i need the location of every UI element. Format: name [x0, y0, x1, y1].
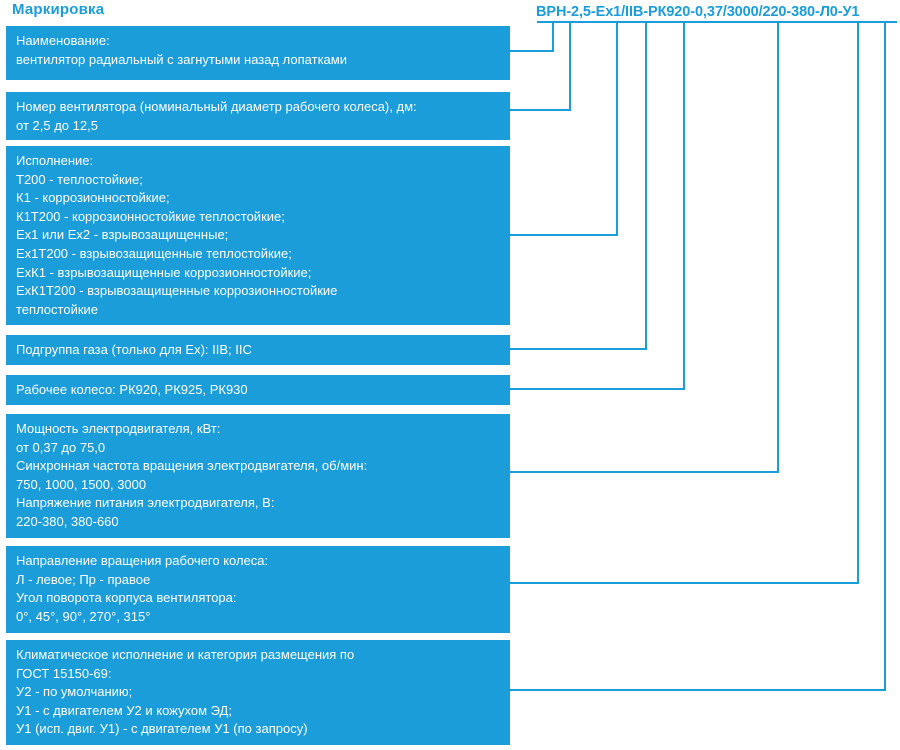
block-execution-line-1: Т200 - теплостойкие; [16, 171, 143, 187]
block-impeller-line-0: Рабочее колесо: РК920, РК925, РК930 [16, 382, 248, 397]
block-climate-line-3: У1 - с двигателем У2 и кожухом ЭД; [16, 702, 232, 718]
block-rotation-line-0: Направление вращения рабочего колеса: [16, 553, 269, 568]
block-motor: Мощность электродвигателя, кВт: от 0,37 … [6, 414, 510, 538]
block-rotation-line-1: Л - левое; Пр - правое [16, 571, 151, 587]
block-climate-line-2: У2 - по умолчанию; [16, 684, 133, 700]
block-gas-subgroup: Подгруппа газа (только для Ex): IIB; IIC [6, 335, 510, 365]
block-name: Наименование: вентилятор радиальный с за… [6, 26, 510, 80]
block-name-line-1: вентилятор радиальный с загнутыми назад … [16, 51, 347, 67]
block-climate-line-1: ГОСТ 15150-69: [16, 665, 112, 681]
block-execution-line-5: Ex1Т200 - взрывозащищенные теплостойкие; [16, 245, 292, 261]
block-motor-line-4: Напряжение питания электродвигателя, В: [16, 495, 275, 511]
block-rotation: Направление вращения рабочего колеса: Л … [6, 546, 510, 633]
block-rotation-line-3: 0°, 45°, 90°, 270°, 315° [16, 608, 151, 624]
block-motor-line-1: от 0,37 до 75,0 [16, 439, 106, 455]
block-motor-line-5: 220-380, 380-660 [16, 513, 119, 529]
block-execution-line-2: К1 - коррозионностойкие; [16, 190, 170, 206]
block-execution: Исполнение: Т200 - теплостойкие; К1 - ко… [6, 146, 510, 325]
block-execution-line-3: К1Т200 - коррозионностойкие теплостойкие… [16, 208, 285, 224]
block-execution-line-7: ExК1Т200 - взрывозащищенные коррозионнос… [16, 283, 338, 299]
block-gas-subgroup-line-0: Подгруппа газа (только для Ex): IIB; IIC [16, 342, 252, 357]
block-motor-line-2: Синхронная частота вращения электродвига… [16, 458, 368, 474]
block-motor-line-0: Мощность электродвигателя, кВт: [16, 421, 221, 436]
block-impeller: Рабочее колесо: РК920, РК925, РК930 [6, 375, 510, 405]
block-rotation-line-2: Угол поворота корпуса вентилятора: [16, 590, 237, 606]
block-execution-line-8: теплостойкие [16, 301, 99, 317]
block-climate: Климатическое исполнение и категория раз… [6, 640, 510, 745]
block-execution-line-0: Исполнение: [16, 153, 94, 168]
block-execution-line-6: ExК1 - взрывозащищенные коррозионностойк… [16, 264, 312, 280]
block-execution-line-4: Ex1 или Ex2 - взрывозащищенные; [16, 227, 229, 243]
block-fan-number-line-1: от 2,5 до 12,5 [16, 117, 98, 133]
page-title: Маркировка [12, 1, 105, 18]
block-fan-number-line-0: Номер вентилятора (номинальный диаметр р… [16, 99, 417, 114]
block-climate-line-0: Климатическое исполнение и категория раз… [16, 647, 355, 662]
marking-code: ВРН-2,5-Ex1/IIB-РК920-0,37/3000/220-380-… [536, 4, 860, 20]
block-name-line-0: Наименование: [16, 33, 110, 48]
block-climate-line-4: У1 (исп. двиг. У1) - с двигателем У1 (по… [16, 721, 308, 737]
block-motor-line-3: 750, 1000, 1500, 3000 [16, 476, 147, 492]
block-fan-number: Номер вентилятора (номинальный диаметр р… [6, 92, 510, 140]
